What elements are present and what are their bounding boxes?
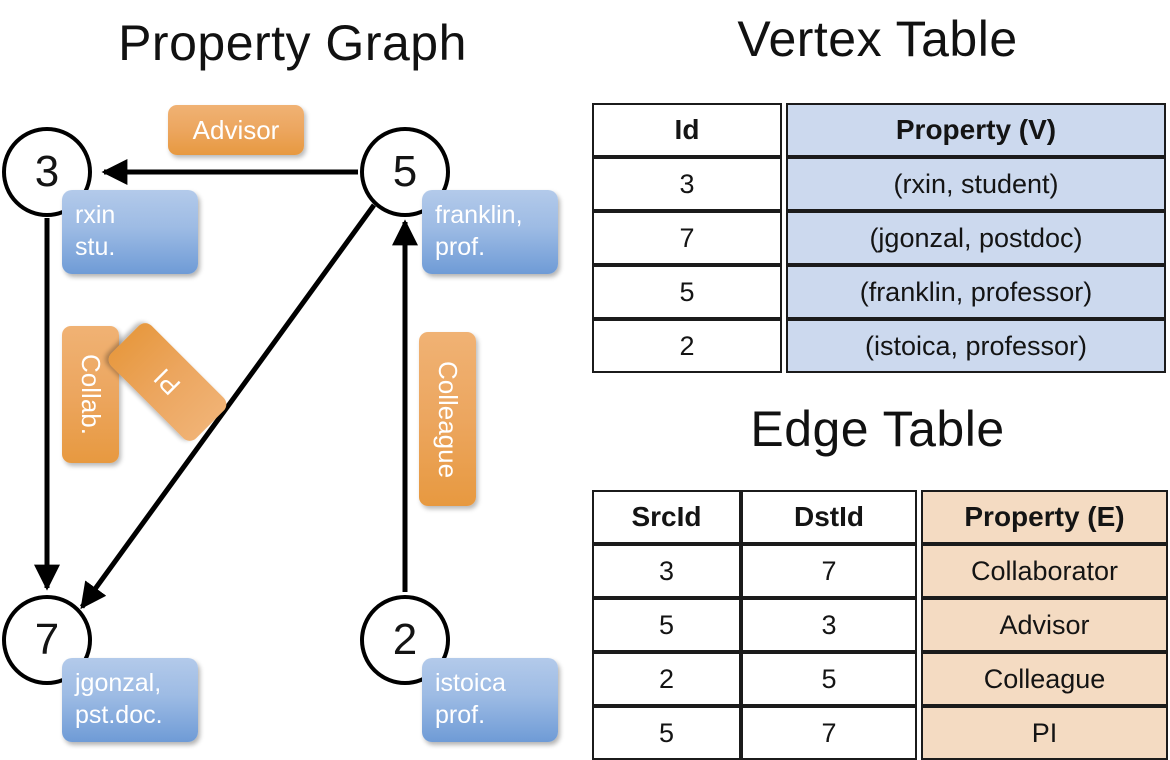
edge-cell-srcid: 5 [592,706,741,760]
vertex-table: Id Property (V) 3 (rxin, student) 7 (jgo… [592,103,1166,373]
edge-table-header-property: Property (E) [921,490,1168,544]
table-row: 5 (franklin, professor) [592,265,1166,319]
edge-cell-dstid: 5 [741,652,917,706]
edge-label-collab-text: Collab. [76,354,106,435]
vertex-table-header-row: Id Property (V) [592,103,1166,157]
vertex-cell-property: (jgonzal, postdoc) [786,211,1166,265]
node-property-callout-5: franklin, prof. [422,190,558,274]
page-title-edge-table: Edge Table [750,401,1005,457]
edge-label-colleague-text: Colleague [433,360,463,478]
node-property-callout-7: jgonzal, pst.doc. [62,658,198,742]
vertex-cell-id: 7 [592,211,782,265]
graph-node-7-label: 7 [34,615,60,664]
node-property-callout-7-line1: jgonzal, [75,669,162,697]
vertex-cell-id: 5 [592,265,782,319]
vertex-table-header-property: Property (V) [786,103,1166,157]
graph-edges-layer [34,159,418,610]
page-title-vertex-table: Vertex Table [737,11,1018,67]
edge-cell-srcid: 5 [592,598,741,652]
node-property-callout-7-line2: pst.doc. [75,701,163,729]
graph-node-5[interactable]: 5 [360,127,450,217]
table-row: 5 3 Advisor [592,598,1168,652]
edge-label-advisor: Advisor [168,105,304,155]
graph-node-5-label: 5 [392,147,418,196]
edge-cell-srcid: 3 [592,544,741,598]
table-row: 2 (istoica, professor) [592,319,1166,373]
node-property-callout-3: rxin stu. [62,190,198,274]
vertex-cell-property: (istoica, professor) [786,319,1166,373]
page-title-property-graph: Property Graph [118,15,467,71]
graph-node-3-label: 3 [34,147,60,196]
vertex-cell-id: 3 [592,157,782,211]
edge-label-pi-text: PI [147,363,187,402]
edge-cell-property: Advisor [921,598,1168,652]
table-row: 5 7 PI [592,706,1168,760]
table-row: 3 (rxin, student) [592,157,1166,211]
graph-node-2-label: 2 [392,615,418,664]
table-row: 2 5 Colleague [592,652,1168,706]
vertex-cell-id: 2 [592,319,782,373]
node-property-callout-3-line1: rxin [75,201,116,229]
edge-table: SrcId DstId Property (E) 3 7 Collaborato… [592,490,1168,760]
node-property-callout-2-line2: prof. [435,701,486,729]
edge-table-header-dstid: DstId [741,490,917,544]
edge-table-header-row: SrcId DstId Property (E) [592,490,1168,544]
vertex-table-header-id: Id [592,103,782,157]
edge-cell-property: PI [921,706,1168,760]
edge-table-header-srcid: SrcId [592,490,741,544]
node-property-callout-5-line2: prof. [435,233,486,261]
table-row: 3 7 Collaborator [592,544,1168,598]
graph-edge-pi [79,203,377,610]
edge-label-collab: Collab. [62,326,119,463]
edge-cell-property: Collaborator [921,544,1168,598]
edge-cell-dstid: 7 [741,544,917,598]
table-row: 7 (jgonzal, postdoc) [592,211,1166,265]
property-graph-diagram: 3 5 7 2 rxin stu. franklin, prof. jgonza… [2,105,558,742]
edge-cell-property: Colleague [921,652,1168,706]
vertex-cell-property: (rxin, student) [786,157,1166,211]
edge-label-colleague: Colleague [419,332,476,506]
node-property-callout-2-line1: istoica [435,669,506,697]
node-property-callout-5-line1: franklin, [435,201,523,229]
node-property-callout-2: istoica prof. [422,658,558,742]
node-property-callout-3-line2: stu. [75,233,116,261]
graph-node-2[interactable]: 2 [360,595,450,685]
edge-cell-dstid: 7 [741,706,917,760]
edge-label-advisor-text: Advisor [192,114,280,145]
edge-cell-dstid: 3 [741,598,917,652]
vertex-cell-property: (franklin, professor) [786,265,1166,319]
edge-cell-srcid: 2 [592,652,741,706]
